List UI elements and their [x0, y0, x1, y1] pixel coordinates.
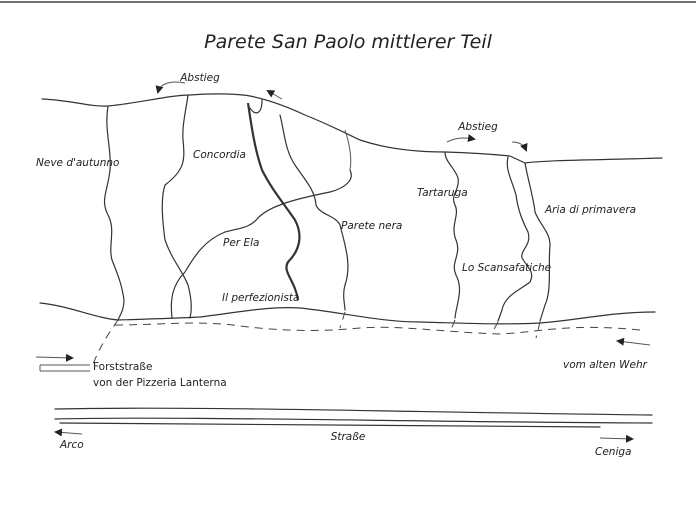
- arrow-right-icon: [35, 353, 74, 362]
- access-connector: [491, 321, 499, 334]
- descent-label: Abstieg: [457, 121, 498, 133]
- descent-arrow-icon: [266, 90, 283, 100]
- route-line-per-ela: [170, 169, 352, 319]
- descent-arrow-icon: [446, 134, 476, 143]
- descent-arrow-icon: [511, 141, 528, 152]
- route-label-parete-nera: Parete nera: [341, 220, 402, 232]
- access-path-connector: [91, 319, 119, 368]
- arrow-left-icon: [54, 428, 83, 437]
- access-label-pizzeria: von der Pizzeria Lanterna: [93, 377, 227, 389]
- route-line-perfezionista-top: [249, 99, 263, 114]
- wall-base-line: [39, 302, 656, 325]
- arrow-left-icon: [616, 337, 651, 346]
- route-label-scansafatiche: Lo Scansafatiche: [462, 262, 551, 274]
- route-line-parete-nera: [279, 114, 349, 311]
- descent-arrow-icon: [155, 81, 186, 94]
- route-line-tartaruga: [444, 151, 461, 319]
- arrow-right-icon: [599, 434, 634, 443]
- access-connector: [449, 319, 456, 333]
- access-path-dashed: [114, 322, 641, 335]
- road-line: [59, 422, 601, 428]
- route-line-concordia: [161, 94, 192, 319]
- route-line-neve: [103, 105, 125, 321]
- forest-road-symbol: [39, 364, 90, 372]
- road-label: Straße: [331, 431, 366, 443]
- route-label-concordia: Concordia: [193, 149, 246, 161]
- access-label-wehr: vom alten Wehr: [563, 359, 648, 371]
- descent-label: Abstieg: [179, 72, 220, 84]
- road-line: [54, 407, 653, 416]
- route-line-parete-nera-variant: [344, 129, 352, 171]
- route-line-perfezionista: [246, 102, 301, 301]
- direction-label-ceniga: Ceniga: [595, 446, 631, 458]
- top-ridge-line: [41, 93, 663, 164]
- route-label-aria: Aria di primavera: [544, 204, 636, 216]
- route-label-perfezionista: Il perfezionista: [222, 292, 299, 304]
- route-label-per-ela: Per Ela: [223, 237, 259, 249]
- direction-label-arco: Arco: [59, 439, 84, 451]
- access-connector: [339, 311, 346, 329]
- route-label-neve: Neve d'autunno: [36, 157, 119, 169]
- route-line-scansafatiche: [497, 156, 533, 322]
- access-label-forststrasse: Forststraße: [93, 361, 152, 373]
- route-line-aria: [524, 162, 551, 322]
- route-label-tartaruga: Tartaruga: [417, 187, 468, 199]
- diagram-title: Parete San Paolo mittlerer Teil: [204, 31, 492, 53]
- road-line: [54, 417, 653, 424]
- access-connector: [535, 321, 541, 339]
